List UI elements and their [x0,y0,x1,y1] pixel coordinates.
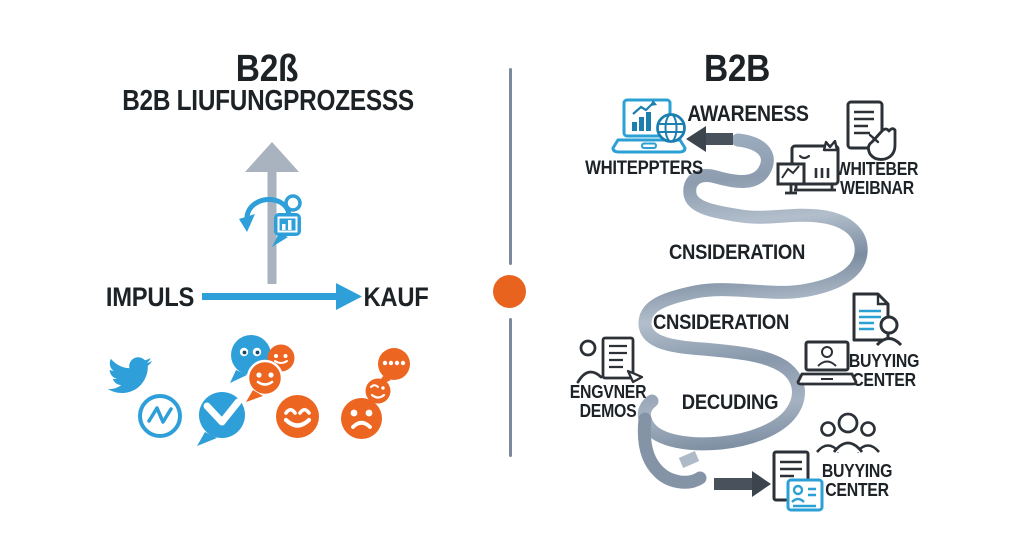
webinar-board-icon [776,140,840,195]
divider-line-top [509,68,512,265]
stage-deciding: DECUDING [681,391,779,414]
document-idcard-icon [772,450,824,512]
typing-bubble-face-icon [365,348,410,404]
sad-emoji-icon [341,398,382,439]
message-check-bubble-icon [197,392,245,446]
laptop-chart-globe-icon [611,98,687,154]
people-group-icon [816,412,880,453]
divider-dot [493,275,526,308]
label-buyying-center-mid: BUYYING CENTER [848,351,920,391]
twitter-bird-icon [107,357,152,393]
chat-blob-characters-icon [230,335,295,402]
left-subtitle: B2B LIUFUNGPROZESSS [122,85,414,117]
stage-awareness: AWARENESS [687,101,809,126]
label-buyying-center-bottom: BUYYING CENTER [821,461,893,501]
loop-chart-bubble-icon [239,194,302,247]
person-document-demo-icon [576,336,644,384]
right-title: B2B [703,48,771,90]
hand-document-icon [846,100,897,161]
document-person-icon [852,292,903,347]
up-arrow-icon [245,142,299,284]
pulse-circle-icon [138,394,182,438]
divider-line-bottom [509,318,512,457]
left-title: B2ß [235,48,299,90]
impuls-label: IMPULS [105,282,195,312]
kauf-label: KAUF [363,282,429,312]
label-engvner-demos: ENGVNER DEMOS [569,382,647,422]
laptop-person-icon [796,340,858,386]
stage-consideration-2: CNSIDERATION [652,311,790,334]
stage-consideration-1: CNSIDERATION [668,241,806,264]
label-whiteppters: WHITEPPTERS [585,158,703,179]
label-whiteber-weibnar: WHITEBER WEIBNAR [835,159,919,199]
impulse-to-purchase-arrow [202,283,362,310]
happy-emoji-icon [276,395,319,438]
